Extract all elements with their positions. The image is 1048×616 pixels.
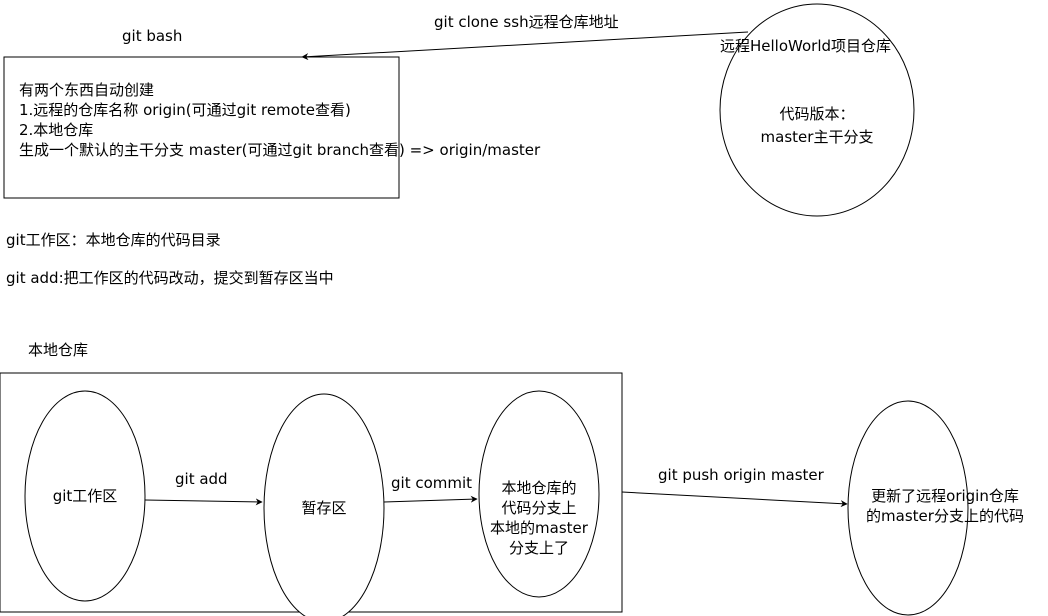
local-repo-line: 分支上了 [508,539,569,557]
git-add-note: git add:把工作区的代码改动，提交到暂存区当中 [6,269,334,287]
git-add-arrow[interactable] [144,498,263,506]
remote-repo-ellipse[interactable] [719,3,915,217]
git-bash-box[interactable] [3,56,400,199]
local-repo-line: 本地的master [490,519,588,537]
local-repo-line: 本地仓库的 [501,479,577,497]
git-bash-line: 有两个东西自动创建 [19,81,155,99]
remote-repo-version-label: 代码版本： [779,105,855,123]
git-bash-line: 2.本地仓库 [19,121,94,139]
workspace-label: git工作区 [52,487,118,505]
git-push-label: git push origin master [658,466,824,484]
updated-remote-line: 更新了远程origin仓库 [871,487,1019,505]
git-push-arrow[interactable] [621,491,848,508]
updated-remote-label: 更新了远程origin仓库 的master分支上的代码 [848,486,1042,526]
updated-remote-line: 的master分支上的代码 [866,507,1024,525]
git-bash-title: git bash [122,27,183,45]
workspace-note: git工作区：本地仓库的代码目录 [6,231,221,249]
clone-label: git clone ssh远程仓库地址 [434,13,619,31]
local-repo-title: 本地仓库 [28,341,89,359]
updated-remote-ellipse[interactable] [847,400,969,616]
clone-arrow[interactable] [301,31,749,61]
local-repo-line: 代码分支上 [501,499,577,517]
stage-label: 暂存区 [301,499,347,517]
workspace-ellipse[interactable] [24,390,146,602]
remote-repo-branch-label: master主干分支 [760,128,874,146]
git-commit-label: git commit [391,474,473,492]
local-repo-branch-label: 本地仓库的 代码分支上 本地的master 分支上了 [479,478,599,558]
git-commit-arrow[interactable] [383,495,478,503]
git-bash-line: 生成一个默认的主干分支 master(可通过git branch查看) => o… [19,141,541,159]
git-bash-line: 1.远程的仓库名称 origin(可通过git remote查看) [19,101,351,119]
git-bash-notes: 有两个东西自动创建 1.远程的仓库名称 origin(可通过git remote… [19,80,540,160]
stage-ellipse[interactable] [263,393,385,616]
git-add-label: git add [175,470,228,488]
local-repo-ellipse[interactable] [478,390,600,598]
remote-repo-title: 远程HelloWorld项目仓库 [720,37,892,55]
